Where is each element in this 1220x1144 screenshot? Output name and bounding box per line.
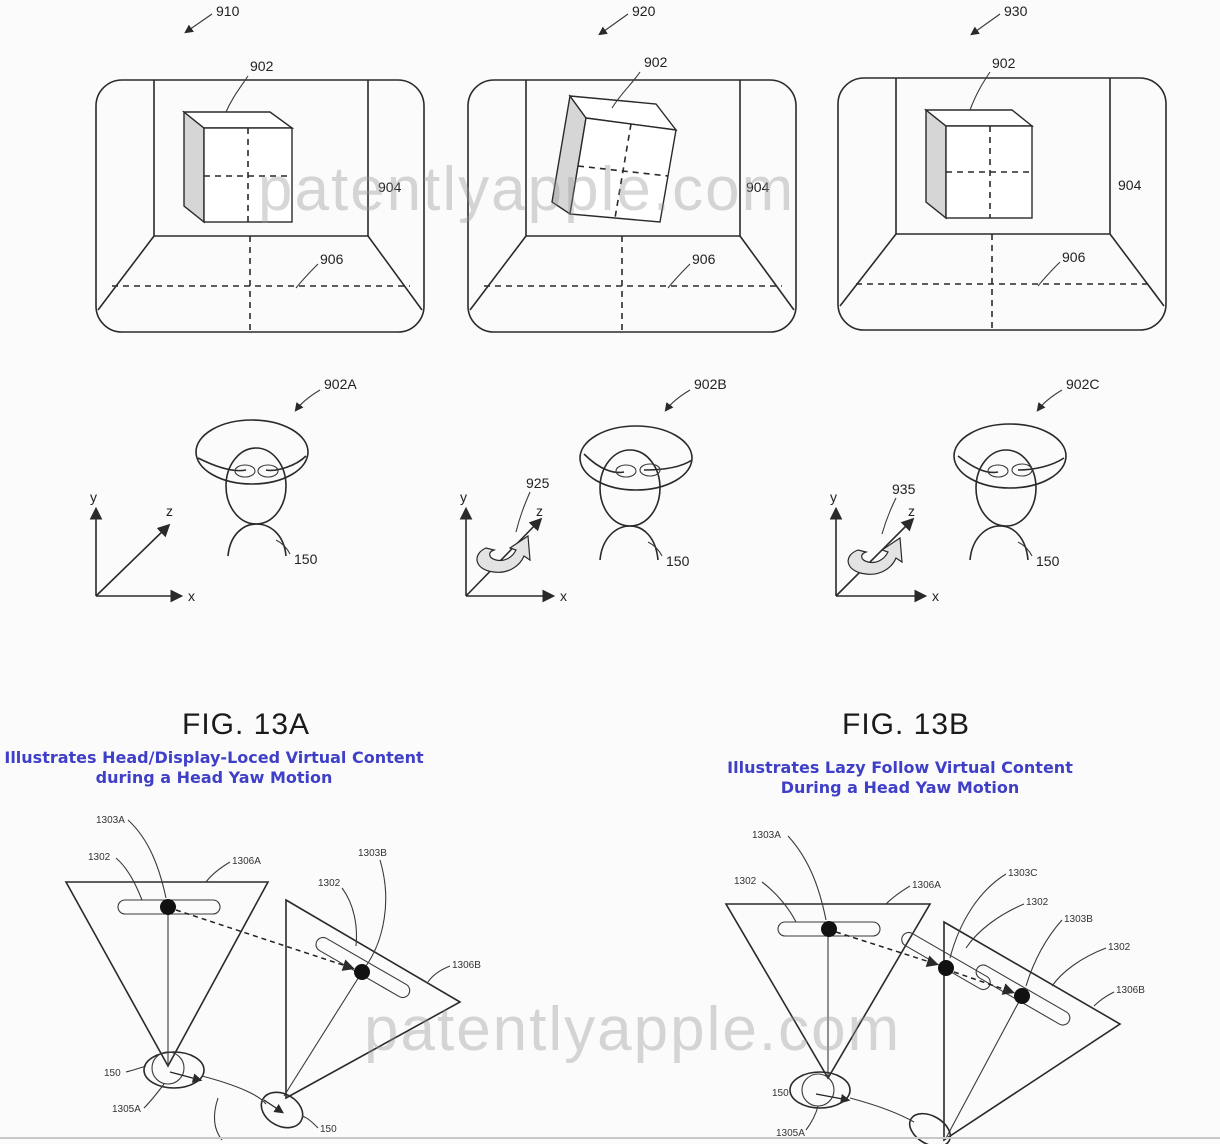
- watermark: patentlyapple.com: [364, 995, 901, 1064]
- user-head-b: [908, 1112, 952, 1144]
- callout: 150: [772, 1088, 789, 1099]
- head-label: 902B: [694, 376, 727, 392]
- head-brim: [579, 425, 693, 491]
- y-axis-label: y: [90, 489, 97, 505]
- user-head-a: [143, 1051, 205, 1089]
- yaw-rotation-arrow: [476, 534, 531, 573]
- floor-label: 906: [1062, 249, 1086, 265]
- user-head-a: [789, 1071, 851, 1109]
- head-figure-902a: 902A 150: [195, 376, 357, 567]
- room-lines: [469, 80, 795, 332]
- callout: 1305A: [112, 1104, 141, 1115]
- user-label: 150: [294, 551, 318, 567]
- virtual-cube: [182, 110, 295, 224]
- view-frustum-b: [943, 920, 1122, 1142]
- callout: 1306A: [912, 880, 941, 891]
- wall-label: 904: [746, 179, 770, 195]
- display-frame: [837, 77, 1167, 331]
- panel-ref-label: 930: [1004, 3, 1028, 19]
- callout: 150: [104, 1068, 121, 1079]
- watermark: patentlyapple.com: [258, 155, 795, 224]
- head-label: 902A: [324, 376, 357, 392]
- z-axis-label: z: [166, 503, 173, 519]
- callout: 150: [320, 1124, 337, 1135]
- figure-caption-line-1: Illustrates Lazy Follow Virtual Content: [727, 758, 1073, 777]
- user-label: 150: [1036, 553, 1060, 569]
- view-frustum-a: [64, 881, 270, 1068]
- content-point-b: [354, 964, 370, 980]
- callout: 1303B: [1064, 914, 1093, 925]
- head-brim: [953, 423, 1067, 489]
- panel-920: 920 902 904 906: [467, 3, 797, 333]
- head-label: 902C: [1066, 376, 1099, 392]
- axes-902c: y x z 935: [829, 481, 939, 604]
- floor-label: 906: [692, 251, 716, 267]
- object-label: 902: [992, 55, 1016, 71]
- object-label: 902: [250, 58, 274, 74]
- motion-label: 925: [526, 475, 550, 491]
- callout: 1302: [734, 876, 757, 887]
- room-lines: [97, 80, 423, 332]
- panel-ref-label: 920: [632, 3, 656, 19]
- callout: 1302: [88, 852, 111, 863]
- callout: 1303C: [1008, 868, 1037, 879]
- y-axis-label: y: [460, 489, 467, 505]
- callout: 1303A: [752, 830, 781, 841]
- view-frustum-b: [285, 898, 462, 1100]
- figure-13b: FIG. 13B Illustrates Lazy Follow Virtual…: [724, 708, 1145, 1144]
- callout: 1302: [1026, 897, 1049, 908]
- callout: 1303A: [96, 815, 125, 826]
- x-axis-label: x: [560, 588, 567, 604]
- axes-902b: y x z 925: [459, 475, 567, 604]
- callout: 1303B: [358, 848, 387, 859]
- figure-caption-line-2: During a Head Yaw Motion: [781, 778, 1020, 797]
- callout: 1306A: [232, 856, 261, 867]
- x-axis-label: x: [932, 588, 939, 604]
- figure-caption-line-2: during a Head Yaw Motion: [96, 768, 333, 787]
- floor-label: 906: [320, 251, 344, 267]
- y-axis-label: y: [830, 489, 837, 505]
- callout: 1306B: [1116, 985, 1145, 996]
- content-point-a: [160, 899, 176, 915]
- figure-caption-line-1: Illustrates Head/Display-Loced Virtual C…: [4, 748, 424, 767]
- panel-910: 910 902 904 906: [95, 3, 425, 333]
- virtual-cube-rotated: [551, 94, 678, 223]
- yaw-rotation-arrow: [847, 536, 903, 575]
- figure-title: FIG. 13A: [182, 708, 310, 741]
- object-label: 902: [644, 54, 668, 70]
- panel-ref-label: 910: [216, 3, 240, 19]
- head-brim: [195, 419, 309, 485]
- axes-902a: y x z: [89, 489, 195, 604]
- face: [599, 449, 661, 527]
- figure-13a: FIG. 13A Illustrates Head/Display-Loced …: [4, 708, 481, 1141]
- virtual-cube: [924, 108, 1034, 220]
- callout: 1306B: [452, 960, 481, 971]
- display-frame: [467, 79, 797, 333]
- user-label: 150: [666, 553, 690, 569]
- x-axis-label: x: [188, 588, 195, 604]
- content-point-a: [821, 921, 837, 937]
- face: [225, 447, 287, 525]
- callout: 1302: [1108, 942, 1131, 953]
- head-figure-902c: 902C 150: [953, 376, 1099, 569]
- z-axis-label: z: [536, 503, 543, 519]
- figure-title: FIG. 13B: [842, 708, 970, 741]
- wall-label: 904: [378, 179, 402, 195]
- display-frame: [95, 79, 425, 333]
- callout: 1305A: [776, 1128, 805, 1139]
- wall-label: 904: [1118, 177, 1142, 193]
- view-frustum-a: [724, 903, 932, 1080]
- z-axis-label: z: [908, 503, 915, 519]
- user-head-b: [260, 1091, 304, 1129]
- motion-label: 935: [892, 481, 916, 497]
- panel-930: 930 902 904 906: [837, 3, 1167, 331]
- callout: 1302: [318, 878, 341, 889]
- head-figure-902b: 902B 150: [579, 376, 727, 569]
- content-point-c: [938, 960, 954, 976]
- content-point-b: [1014, 988, 1030, 1004]
- room-lines: [839, 78, 1165, 330]
